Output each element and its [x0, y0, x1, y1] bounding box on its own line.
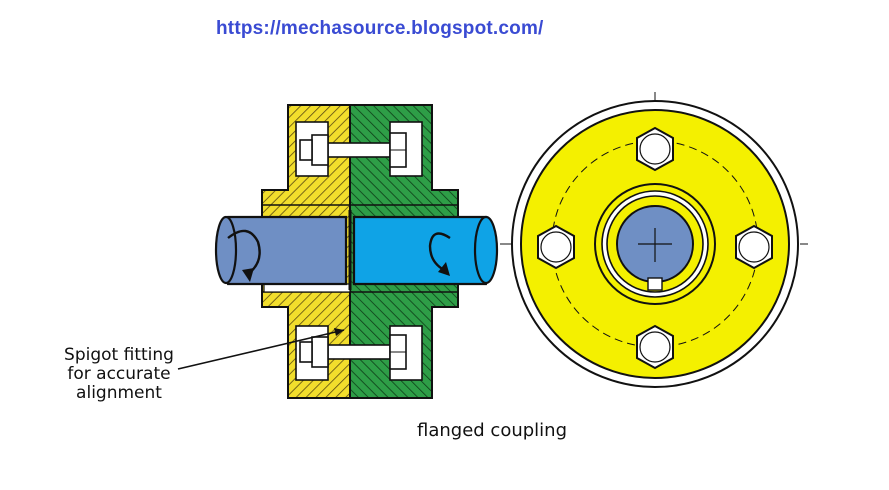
spigot-label-line3: alignment	[76, 383, 162, 403]
right-shaft	[352, 215, 495, 286]
diagram-caption: flanged coupling	[417, 420, 568, 441]
hex-bolt-icon	[636, 324, 674, 370]
spigot-label-line1: Spigot fitting	[64, 345, 174, 365]
spigot-pointer	[177, 329, 345, 370]
spigot-label-line2: for accurate	[67, 364, 171, 384]
left-shaft	[218, 215, 348, 286]
hex-bolt-icon	[735, 224, 773, 270]
upper-bolt	[299, 132, 407, 168]
side-section-view	[177, 104, 499, 399]
lower-bolt	[299, 334, 407, 370]
source-url[interactable]: https://mechasource.blogspot.com/	[216, 18, 544, 39]
rotation-arrow-icon	[428, 232, 451, 272]
spigot-fitting-label: Spigot fitting for accurate alignment	[44, 346, 194, 403]
keyway	[647, 277, 663, 291]
rotation-arrow-icon	[227, 229, 261, 275]
end-view	[500, 92, 808, 390]
hex-bolt-icon	[636, 126, 674, 172]
hex-bolt-icon	[537, 224, 575, 270]
